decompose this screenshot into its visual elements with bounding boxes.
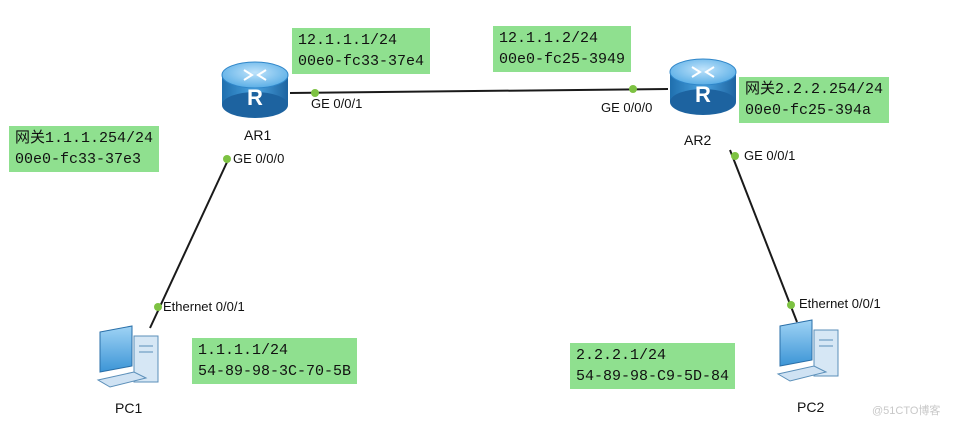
port-dot-ar1-ge000 xyxy=(223,155,231,163)
port-dot-ar1-ge001 xyxy=(311,89,319,97)
mac-address: 00e0-fc33-37e3 xyxy=(15,151,142,168)
address-box-pc1: 1.1.1.1/24 54-89-98-3C-70-5B xyxy=(192,338,358,384)
mac-address: 00e0-fc25-3949 xyxy=(499,51,626,68)
port-label-ar2-ge001: GE 0/0/1 xyxy=(744,148,796,163)
device-name-pc1: PC1 xyxy=(115,400,143,416)
port-dot-pc2-eth xyxy=(787,301,795,309)
port-label-pc1-eth: Ethernet 0/0/1 xyxy=(163,299,245,314)
port-label-ar1-ge001: GE 0/0/1 xyxy=(311,96,363,111)
device-name-ar2: AR2 xyxy=(684,132,712,148)
link-ar1-ar2 xyxy=(289,88,669,94)
pc-pc1[interactable] xyxy=(96,325,159,388)
ip-address: 1.1.1.1/24 xyxy=(198,342,289,359)
ip-address: 12.1.1.1/24 xyxy=(298,32,398,49)
port-dot-ar2-ge001 xyxy=(731,152,739,160)
ip-address: 12.1.1.2/24 xyxy=(499,30,599,47)
address-box-ar1-gateway: 网关1.1.1.254/24 00e0-fc33-37e3 xyxy=(9,126,160,172)
ip-address: 网关1.1.1.254/24 xyxy=(15,130,154,147)
svg-text:R: R xyxy=(695,82,711,107)
port-label-ar1-ge000: GE 0/0/0 xyxy=(233,151,285,166)
address-box-ar2-gateway: 网关2.2.2.254/24 00e0-fc25-394a xyxy=(739,77,890,123)
watermark: @51CTO博客 xyxy=(872,405,941,417)
ip-address: 网关2.2.2.254/24 xyxy=(745,81,884,98)
address-box-pc2: 2.2.2.1/24 54-89-98-C9-5D-84 xyxy=(570,343,736,389)
ip-address: 2.2.2.1/24 xyxy=(576,347,667,364)
link-ar2-pc2 xyxy=(729,149,798,323)
router-ar1[interactable]: R xyxy=(221,61,289,118)
mac-address: 00e0-fc33-37e4 xyxy=(298,53,425,70)
device-name-ar1: AR1 xyxy=(244,127,272,143)
pc-icon xyxy=(96,325,159,388)
pc-pc2[interactable] xyxy=(776,319,839,382)
mac-address: 54-89-98-C9-5D-84 xyxy=(576,368,730,385)
pc-icon xyxy=(776,319,839,382)
svg-text:R: R xyxy=(247,85,263,110)
router-icon: R xyxy=(221,61,289,118)
port-label-pc2-eth: Ethernet 0/0/1 xyxy=(799,296,881,311)
mac-address: 54-89-98-3C-70-5B xyxy=(198,363,352,380)
address-box-ar2-ge000: 12.1.1.2/24 00e0-fc25-3949 xyxy=(493,26,632,72)
router-ar2[interactable]: R xyxy=(669,58,737,115)
port-dot-pc1-eth xyxy=(154,303,162,311)
link-ar1-pc1 xyxy=(149,159,229,329)
mac-address: 00e0-fc25-394a xyxy=(745,102,872,119)
address-box-ar1-ge001: 12.1.1.1/24 00e0-fc33-37e4 xyxy=(292,28,431,74)
device-name-pc2: PC2 xyxy=(797,399,825,415)
router-icon: R xyxy=(669,58,737,115)
port-dot-ar2-ge000 xyxy=(629,85,637,93)
port-label-ar2-ge000: GE 0/0/0 xyxy=(601,100,653,115)
